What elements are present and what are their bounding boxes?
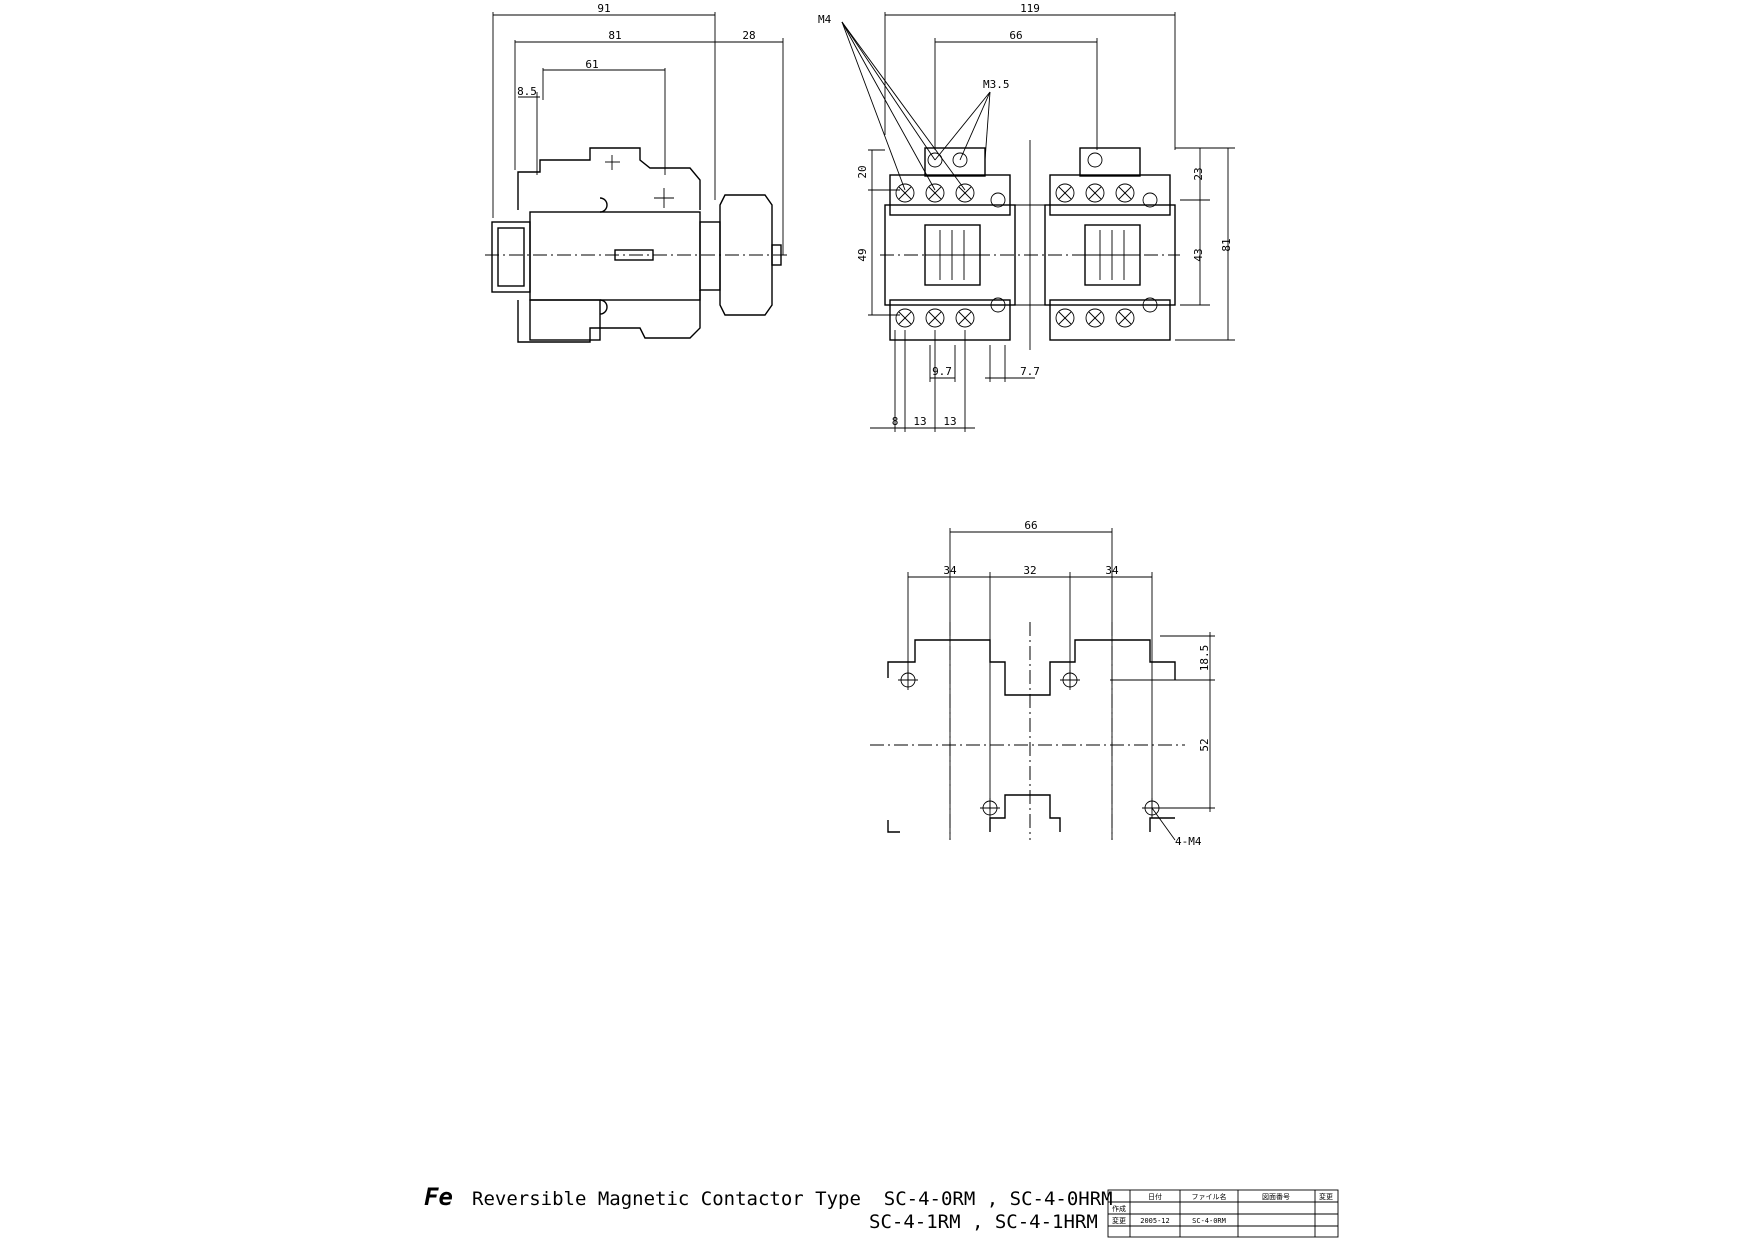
dim-119: 119 xyxy=(1020,2,1040,15)
tb-file: SC-4-0RM xyxy=(1192,1217,1226,1225)
dim-66-mount: 66 xyxy=(1024,519,1037,532)
tb-date: 2005-12 xyxy=(1140,1217,1170,1225)
title-line-1: Reversible Magnetic Contactor Type SC-4-… xyxy=(472,1188,1113,1210)
dim-32: 32 xyxy=(1023,564,1036,577)
dim-49: 49 xyxy=(856,248,869,261)
dim-13-b: 13 xyxy=(943,415,956,428)
tb-header-drawing-no: 図面番号 xyxy=(1262,1193,1290,1201)
title-line-2: SC-4-1RM , SC-4-1HRM xyxy=(869,1211,1098,1233)
label-4-m4: 4-M4 xyxy=(1175,835,1202,848)
side-view: 91 81 61 8.5 28 xyxy=(485,2,790,343)
dim-9-7: 9.7 xyxy=(932,365,952,378)
dim-7-7: 7.7 xyxy=(1020,365,1040,378)
tb-header-change: 変更 xyxy=(1319,1192,1333,1201)
label-m3-5: M3.5 xyxy=(983,78,1010,91)
label-m4: M4 xyxy=(818,13,832,26)
dim-66-front: 66 xyxy=(1009,29,1022,42)
dim-81: 81 xyxy=(608,29,621,42)
tb-row-created: 作成 xyxy=(1112,1204,1126,1213)
dim-28: 28 xyxy=(742,29,755,42)
dim-18-5: 18.5 xyxy=(1198,645,1211,672)
dim-34-a: 34 xyxy=(943,564,957,577)
dim-52: 52 xyxy=(1198,738,1211,751)
dim-8-5: 8.5 xyxy=(517,85,537,98)
tb-header-date: 日付 xyxy=(1148,1192,1162,1201)
fe-logo: Fe xyxy=(424,1183,453,1211)
tb-row-changed: 変更 xyxy=(1112,1216,1126,1225)
dim-23: 23 xyxy=(1192,167,1205,180)
dim-43: 43 xyxy=(1192,248,1205,261)
dim-61: 61 xyxy=(585,58,598,71)
front-view: 119 66 M4 M3.5 20 49 23 81 43 xyxy=(818,2,1235,432)
dim-20: 20 xyxy=(856,165,869,178)
mount-view: 66 34 32 34 18.5 52 4-M4 xyxy=(870,519,1215,848)
dim-81-front: 81 xyxy=(1220,238,1233,251)
dim-91: 91 xyxy=(597,2,610,15)
dim-34-b: 34 xyxy=(1105,564,1119,577)
dim-13-a: 13 xyxy=(913,415,926,428)
dim-8: 8 xyxy=(892,415,899,428)
title-block: Fe Reversible Magnetic Contactor Type SC… xyxy=(424,1183,1339,1238)
tb-header-file: ファイル名 xyxy=(1192,1192,1227,1201)
